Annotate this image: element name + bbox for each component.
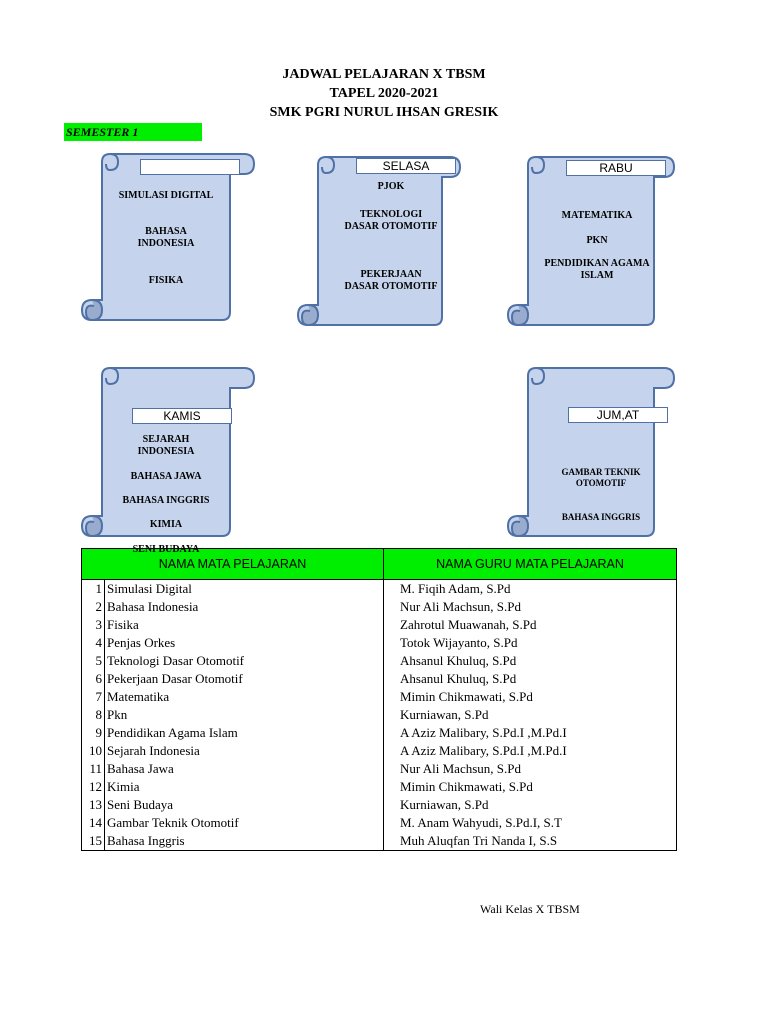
row-number: 6 bbox=[81, 670, 105, 688]
col-header-subject: NAMA MATA PELAJARAN bbox=[81, 548, 384, 580]
subject-name: Seni Budaya bbox=[104, 796, 384, 814]
row-number: 2 bbox=[81, 598, 105, 616]
teacher-name: Kurniawan, S.Pd bbox=[383, 796, 677, 814]
subject-item: PKN bbox=[586, 235, 608, 246]
table-header-row: NAMA MATA PELAJARAN NAMA GURU MATA PELAJ… bbox=[81, 548, 677, 580]
row-number: 10 bbox=[81, 742, 105, 760]
scroll-rabu: RABU MATEMATIKA PKN PENDIDIKAN AGAMA ISL… bbox=[506, 155, 676, 329]
subject-name: Bahasa Jawa bbox=[104, 760, 384, 778]
subject-item: PENDIDIKAN AGAMA ISLAM bbox=[544, 258, 650, 281]
day-label-senin bbox=[140, 159, 240, 175]
subject-teacher-table: NAMA MATA PELAJARAN NAMA GURU MATA PELAJ… bbox=[81, 548, 677, 851]
subject-name: Bahasa Indonesia bbox=[104, 598, 384, 616]
subject-name: Simulasi Digital bbox=[104, 579, 384, 598]
teacher-name: A Aziz Malibary, S.Pd.I ,M.Pd.I bbox=[383, 724, 677, 742]
scroll-kamis: KAMIS SEJARAH INDONESIA BAHASA JAWA BAHA… bbox=[80, 366, 256, 555]
scroll-jumat: JUM,AT GAMBAR TEKNIK OTOMOTIF BAHASA ING… bbox=[506, 366, 676, 538]
day-label-selasa: SELASA bbox=[356, 158, 456, 174]
subject-item: FISIKA bbox=[148, 275, 184, 286]
teacher-name: Muh Aluqfan Tri Nanda I, S.S bbox=[383, 832, 677, 851]
scroll-selasa: SELASA PJOK TEKNOLOGI DASAR OTOMOTIF PEK… bbox=[296, 155, 462, 329]
subject-item: GAMBAR TEKNIK OTOMOTIF bbox=[561, 467, 641, 488]
subject-item: KIMIA bbox=[149, 519, 183, 530]
teacher-name: Ahsanul Khuluq, S.Pd bbox=[383, 670, 677, 688]
row-number: 9 bbox=[81, 724, 105, 742]
scroll-shape bbox=[296, 156, 462, 327]
teacher-name: Totok Wijayanto, S.Pd bbox=[383, 634, 677, 652]
teacher-name: Ahsanul Khuluq, S.Pd bbox=[383, 652, 677, 670]
row-number: 13 bbox=[81, 796, 105, 814]
subject-name: Teknologi Dasar Otomotif bbox=[104, 652, 384, 670]
row-number: 8 bbox=[81, 706, 105, 724]
subject-item: SEJARAH INDONESIA bbox=[137, 434, 195, 457]
subject-item: TEKNOLOGI DASAR OTOMOTIF bbox=[344, 209, 438, 232]
row-number: 4 bbox=[81, 634, 105, 652]
subject-name: Kimia bbox=[104, 778, 384, 796]
row-number: 11 bbox=[81, 760, 105, 778]
row-number: 3 bbox=[81, 616, 105, 634]
day-label-rabu: RABU bbox=[566, 160, 666, 176]
subject-item: BAHASA INGGRIS bbox=[561, 512, 641, 522]
teacher-name: Mimin Chikmawati, S.Pd bbox=[383, 688, 677, 706]
scroll-shape bbox=[80, 153, 256, 322]
row-number: 15 bbox=[81, 832, 105, 851]
subject-item: SENI BUDAYA bbox=[132, 544, 200, 555]
subject-name: Pendidikan Agama Islam bbox=[104, 724, 384, 742]
doc-title: JADWAL PELAJARAN X TBSM bbox=[282, 67, 486, 82]
school-name: SMK PGRI NURUL IHSAN GRESIK bbox=[269, 105, 499, 120]
day-label-kamis: KAMIS bbox=[132, 408, 232, 424]
subject-item: PEKERJAAN DASAR OTOMOTIF bbox=[344, 269, 438, 292]
subject-item: MATEMATIKA bbox=[561, 210, 633, 221]
teacher-name: M. Anam Wahyudi, S.Pd.I, S.T bbox=[383, 814, 677, 832]
subject-item: BAHASA JAWA bbox=[130, 471, 202, 482]
teacher-name: Mimin Chikmawati, S.Pd bbox=[383, 778, 677, 796]
teacher-name: Nur Ali Machsun, S.Pd bbox=[383, 760, 677, 778]
row-number: 12 bbox=[81, 778, 105, 796]
row-number: 1 bbox=[81, 579, 105, 598]
subject-name: Pkn bbox=[104, 706, 384, 724]
subject-item: BAHASA INGGRIS bbox=[122, 495, 210, 506]
subject-name: Bahasa Inggris bbox=[104, 832, 384, 851]
col-header-teacher: NAMA GURU MATA PELAJARAN bbox=[383, 548, 677, 580]
subject-name: Pekerjaan Dasar Otomotif bbox=[104, 670, 384, 688]
school-year: TAPEL 2020-2021 bbox=[329, 86, 439, 101]
subject-name: Gambar Teknik Otomotif bbox=[104, 814, 384, 832]
subject-name: Matematika bbox=[104, 688, 384, 706]
row-number: 14 bbox=[81, 814, 105, 832]
homeroom-teacher-label: Wali Kelas X TBSM bbox=[480, 902, 580, 916]
row-number: 5 bbox=[81, 652, 105, 670]
scroll-shape bbox=[506, 156, 676, 327]
teacher-name: A Aziz Malibary, S.Pd.I ,M.Pd.I bbox=[383, 742, 677, 760]
teacher-name: M. Fiqih Adam, S.Pd bbox=[383, 579, 677, 598]
row-number: 7 bbox=[81, 688, 105, 706]
subject-name: Sejarah Indonesia bbox=[104, 742, 384, 760]
teacher-name: Nur Ali Machsun, S.Pd bbox=[383, 598, 677, 616]
subject-item: BAHASA INDONESIA bbox=[137, 226, 195, 249]
subject-item: SIMULASI DIGITAL bbox=[118, 190, 214, 201]
scroll-senin: SIMULASI DIGITAL BAHASA INDONESIA FISIKA bbox=[80, 152, 256, 322]
subject-name: Fisika bbox=[104, 616, 384, 634]
subject-item: PJOK bbox=[377, 181, 405, 192]
teacher-name: Zahrotul Muawanah, S.Pd bbox=[383, 616, 677, 634]
day-label-jumat: JUM,AT bbox=[568, 407, 668, 423]
teacher-name: Kurniawan, S.Pd bbox=[383, 706, 677, 724]
subject-name: Penjas Orkes bbox=[104, 634, 384, 652]
semester-label: SEMESTER 1 bbox=[64, 123, 202, 141]
